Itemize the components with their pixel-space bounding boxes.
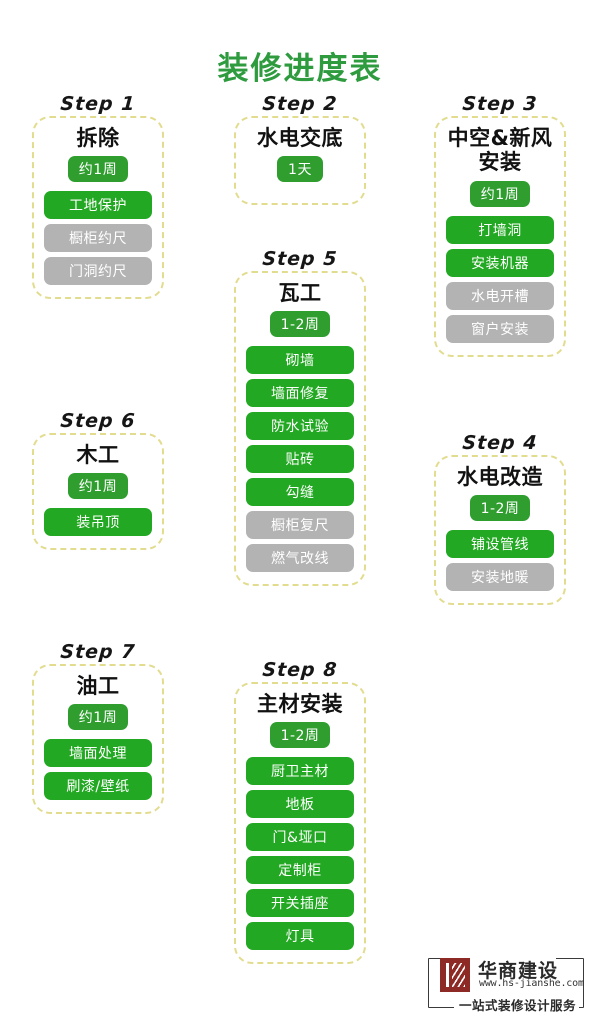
task-badge[interactable]: 橱柜复尺 bbox=[246, 511, 354, 540]
task-badge[interactable]: 勾缝 bbox=[246, 478, 354, 507]
task-badge[interactable]: 装吊顶 bbox=[44, 508, 152, 537]
step-block-6: Step 6 木工 约1周 装吊顶 bbox=[32, 410, 164, 551]
task-badge[interactable]: 工地保护 bbox=[44, 191, 152, 220]
step-title-3: 中空&新风安装 bbox=[447, 126, 553, 175]
task-badge[interactable]: 燃气改线 bbox=[246, 544, 354, 573]
step-block-7: Step 7 油工 约1周 墙面处理 刷漆/壁纸 bbox=[32, 641, 164, 815]
task-list-3: 打墙洞 安装机器 水电开槽 窗户安装 bbox=[446, 215, 554, 343]
logo-frame-gap-top bbox=[456, 952, 556, 968]
logo-mark-glyph-icon bbox=[445, 963, 465, 987]
hs-jianshe-logo-mark-icon bbox=[440, 958, 470, 992]
step-number-label-7: Step 7 bbox=[59, 641, 137, 663]
step-title-8: 主材安装 bbox=[257, 692, 343, 716]
step-title-5: 瓦工 bbox=[278, 281, 322, 305]
task-badge[interactable]: 门洞约尺 bbox=[44, 257, 152, 286]
step-card-6[interactable]: 木工 约1周 装吊顶 bbox=[32, 433, 164, 551]
task-list-4: 铺设管线 安装地暖 bbox=[446, 530, 554, 592]
task-badge[interactable]: 贴砖 bbox=[246, 445, 354, 474]
step-number-label-8: Step 8 bbox=[261, 659, 339, 681]
step-number-label-5: Step 5 bbox=[261, 248, 339, 270]
task-list-1: 工地保护 橱柜约尺 门洞约尺 bbox=[44, 191, 152, 286]
task-badge[interactable]: 铺设管线 bbox=[446, 530, 554, 559]
task-badge[interactable]: 墙面处理 bbox=[44, 739, 152, 768]
task-badge[interactable]: 开关插座 bbox=[246, 889, 354, 918]
task-badge[interactable]: 安装机器 bbox=[446, 248, 554, 277]
task-badge[interactable]: 水电开槽 bbox=[446, 281, 554, 310]
step-number-label-4: Step 4 bbox=[461, 432, 539, 454]
step-duration-badge-1: 约1周 bbox=[67, 156, 129, 183]
task-list-8: 厨卫主材 地板 门&垭口 定制柜 开关插座 灯具 bbox=[246, 757, 354, 951]
task-badge[interactable]: 防水试验 bbox=[246, 412, 354, 441]
step-block-5: Step 5 瓦工 1-2周 砌墙 墙面修复 防水试验 贴砖 勾缝 橱柜复尺 燃… bbox=[234, 248, 366, 587]
task-badge[interactable]: 橱柜约尺 bbox=[44, 224, 152, 253]
step-card-2[interactable]: 水电交底 1天 bbox=[234, 116, 366, 206]
step-card-8[interactable]: 主材安装 1-2周 厨卫主材 地板 门&垭口 定制柜 开关插座 灯具 bbox=[234, 682, 366, 965]
logo-website-url[interactable]: www.hs-jianshe.com bbox=[479, 978, 584, 989]
task-badge[interactable]: 地板 bbox=[246, 790, 354, 819]
task-list-5: 砌墙 墙面修复 防水试验 贴砖 勾缝 橱柜复尺 燃气改线 bbox=[246, 346, 354, 573]
step-number-label-6: Step 6 bbox=[59, 410, 137, 432]
step-title-6: 木工 bbox=[76, 443, 120, 467]
logo-brand-name: 华商建设 bbox=[478, 960, 559, 982]
company-logo: 华商建设 www.hs-jianshe.com 一站式装修设计服务 bbox=[428, 952, 588, 1014]
step-card-3[interactable]: 中空&新风安装 约1周 打墙洞 安装机器 水电开槽 窗户安装 bbox=[434, 116, 566, 357]
step-card-7[interactable]: 油工 约1周 墙面处理 刷漆/壁纸 bbox=[32, 664, 164, 815]
task-badge[interactable]: 刷漆/壁纸 bbox=[44, 772, 152, 801]
task-badge[interactable]: 打墙洞 bbox=[446, 215, 554, 244]
step-block-4: Step 4 水电改造 1-2周 铺设管线 安装地暖 bbox=[434, 432, 566, 606]
step-block-3: Step 3 中空&新风安装 约1周 打墙洞 安装机器 水电开槽 窗户安装 bbox=[434, 93, 566, 357]
task-badge[interactable]: 砌墙 bbox=[246, 346, 354, 375]
step-duration-badge-7: 约1周 bbox=[67, 704, 129, 731]
step-number-label-3: Step 3 bbox=[461, 93, 539, 115]
step-duration-badge-3: 约1周 bbox=[469, 180, 531, 207]
step-duration-badge-5: 1-2周 bbox=[269, 311, 331, 338]
task-badge[interactable]: 窗户安装 bbox=[446, 314, 554, 343]
step-duration-badge-4: 1-2周 bbox=[469, 495, 531, 522]
step-title-1: 拆除 bbox=[76, 126, 120, 150]
step-number-label-1: Step 1 bbox=[59, 93, 137, 115]
step-title-4: 水电改造 bbox=[457, 465, 543, 489]
task-badge[interactable]: 灯具 bbox=[246, 922, 354, 951]
step-card-4[interactable]: 水电改造 1-2周 铺设管线 安装地暖 bbox=[434, 455, 566, 606]
task-badge[interactable]: 定制柜 bbox=[246, 856, 354, 885]
task-badge[interactable]: 门&垭口 bbox=[246, 823, 354, 852]
step-duration-badge-6: 约1周 bbox=[67, 473, 129, 500]
step-block-2: Step 2 水电交底 1天 bbox=[234, 93, 366, 206]
page-title: 装修进度表 bbox=[217, 50, 383, 87]
step-card-5[interactable]: 瓦工 1-2周 砌墙 墙面修复 防水试验 贴砖 勾缝 橱柜复尺 燃气改线 bbox=[234, 271, 366, 587]
step-block-1: Step 1 拆除 约1周 工地保护 橱柜约尺 门洞约尺 bbox=[32, 93, 164, 300]
logo-tagline: 一站式装修设计服务 bbox=[456, 995, 580, 1014]
task-badge[interactable]: 安装地暖 bbox=[446, 563, 554, 592]
task-list-6: 装吊顶 bbox=[44, 508, 152, 537]
task-badge[interactable]: 墙面修复 bbox=[246, 379, 354, 408]
task-badge[interactable]: 厨卫主材 bbox=[246, 757, 354, 786]
step-title-2: 水电交底 bbox=[257, 126, 343, 150]
step-block-8: Step 8 主材安装 1-2周 厨卫主材 地板 门&垭口 定制柜 开关插座 灯… bbox=[234, 659, 366, 965]
step-duration-badge-8: 1-2周 bbox=[269, 722, 331, 749]
step-title-7: 油工 bbox=[76, 674, 120, 698]
step-number-label-2: Step 2 bbox=[261, 93, 339, 115]
step-duration-badge-2: 1天 bbox=[277, 156, 323, 183]
task-list-7: 墙面处理 刷漆/壁纸 bbox=[44, 739, 152, 801]
step-card-1[interactable]: 拆除 约1周 工地保护 橱柜约尺 门洞约尺 bbox=[32, 116, 164, 300]
